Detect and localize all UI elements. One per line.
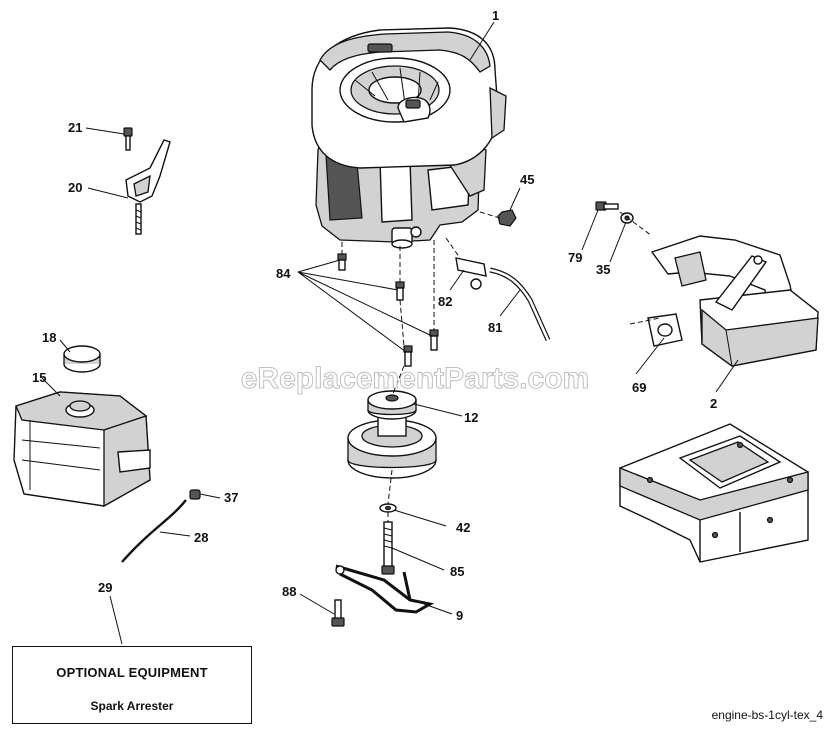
mounting-bolts-illustration: [337, 253, 439, 367]
callout-85: 85: [450, 564, 464, 579]
callout-numbers: 1 45 79 35 69 2 84 82 81 12 42 85 88 9 2…: [32, 8, 717, 623]
muffler-illustration: [595, 201, 819, 367]
callout-1: 1: [492, 8, 499, 23]
fuel-line-illustration: [121, 489, 201, 563]
callout-84: 84: [276, 266, 291, 281]
engine-pulley-illustration: [347, 390, 437, 479]
callout-12: 12: [464, 410, 478, 425]
callout-leaders: [41, 21, 739, 645]
optional-equipment-box: OPTIONAL EQUIPMENT Spark Arrester: [12, 646, 252, 724]
assembly-guide-lines: [341, 211, 661, 522]
engine-illustration: [311, 27, 507, 249]
callout-82: 82: [438, 294, 452, 309]
callout-35: 35: [596, 262, 610, 277]
callout-81: 81: [488, 320, 502, 335]
callout-18: 18: [42, 330, 56, 345]
callout-15: 15: [32, 370, 46, 385]
belt-guide-illustration: [331, 564, 435, 627]
callout-88: 88: [282, 584, 296, 599]
callout-21: 21: [68, 120, 82, 135]
throttle-bracket-illustration: [123, 127, 171, 235]
lock-nut-illustration: [497, 209, 517, 227]
breather-hose-illustration: [455, 257, 551, 342]
callout-37: 37: [224, 490, 238, 505]
optional-equipment-title: OPTIONAL EQUIPMENT: [56, 665, 208, 680]
callout-45: 45: [520, 172, 534, 187]
callout-42: 42: [456, 520, 470, 535]
watermark-text: eReplacementParts.com: [241, 362, 590, 395]
callout-20: 20: [68, 180, 82, 195]
callout-28: 28: [194, 530, 208, 545]
mounting-frame-illustration: [619, 423, 809, 563]
fuel-tank-illustration: [13, 345, 151, 508]
optional-equipment-item: Spark Arrester: [90, 699, 174, 713]
callout-2: 2: [710, 396, 717, 411]
callout-79: 79: [568, 250, 582, 265]
callout-69: 69: [632, 380, 646, 395]
pulley-bolt-illustration: [379, 503, 397, 575]
callout-29: 29: [98, 580, 112, 595]
diagram-reference-code: engine-bs-1cyl-tex_4: [711, 708, 823, 722]
callout-9: 9: [456, 608, 463, 623]
